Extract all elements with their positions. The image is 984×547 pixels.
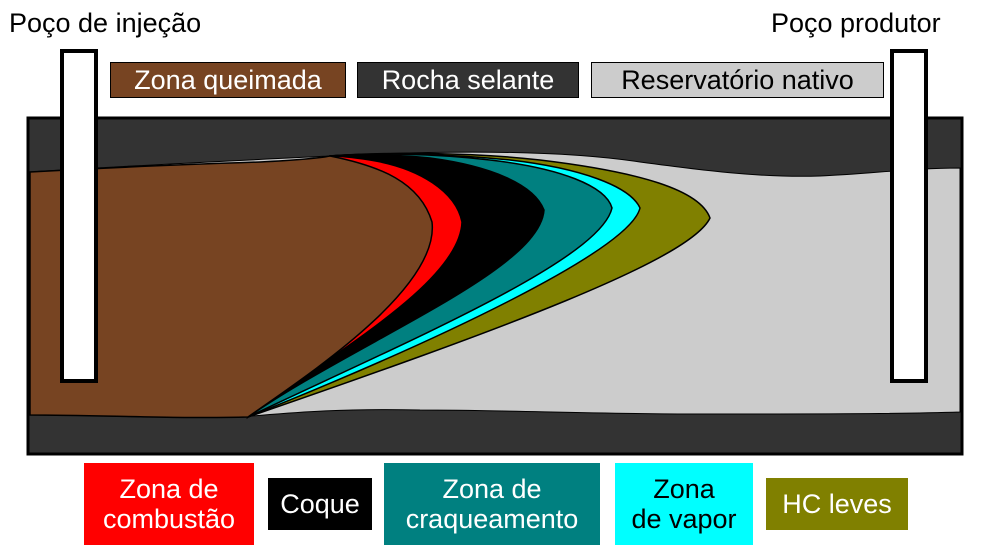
legend-combustion-zone-line-1: Zona de — [119, 474, 219, 504]
producer-well-label: Poço produtor — [771, 8, 941, 38]
legend-seal-rock: Rocha selante — [357, 62, 579, 98]
legend-burned-zone-label: Zona queimada — [134, 65, 322, 95]
legend-steam-zone-line-1: Zona — [653, 474, 715, 504]
legend-cracking-zone-line-1: Zona de — [442, 474, 542, 504]
legend-coke: Coque — [268, 478, 372, 530]
legend-seal-rock-label: Rocha selante — [381, 65, 555, 95]
legend-light-hc: HC leves — [766, 478, 908, 530]
legend-steam-zone: Zona de vapor — [615, 463, 753, 545]
legend-burned-zone: Zona queimada — [110, 62, 346, 98]
legend-native-reservoir-label: Reservatório nativo — [621, 65, 854, 95]
injector-well — [60, 49, 98, 383]
legend-coke-label: Coque — [280, 489, 360, 519]
producer-well — [890, 49, 928, 383]
legend-steam-zone-line-2: de vapor — [631, 504, 737, 534]
legend-combustion-zone-line-2: combustão — [102, 504, 236, 534]
injector-well-label: Poço de injeção — [9, 8, 202, 38]
legend-combustion-zone: Zona de combustão — [84, 463, 254, 545]
legend-cracking-zone: Zona de craqueamento — [384, 463, 600, 545]
legend-native-reservoir: Reservatório nativo — [591, 62, 884, 98]
legend-light-hc-label: HC leves — [782, 489, 892, 519]
burned-zone — [29, 155, 433, 419]
legend-cracking-zone-line-2: craqueamento — [405, 504, 579, 534]
